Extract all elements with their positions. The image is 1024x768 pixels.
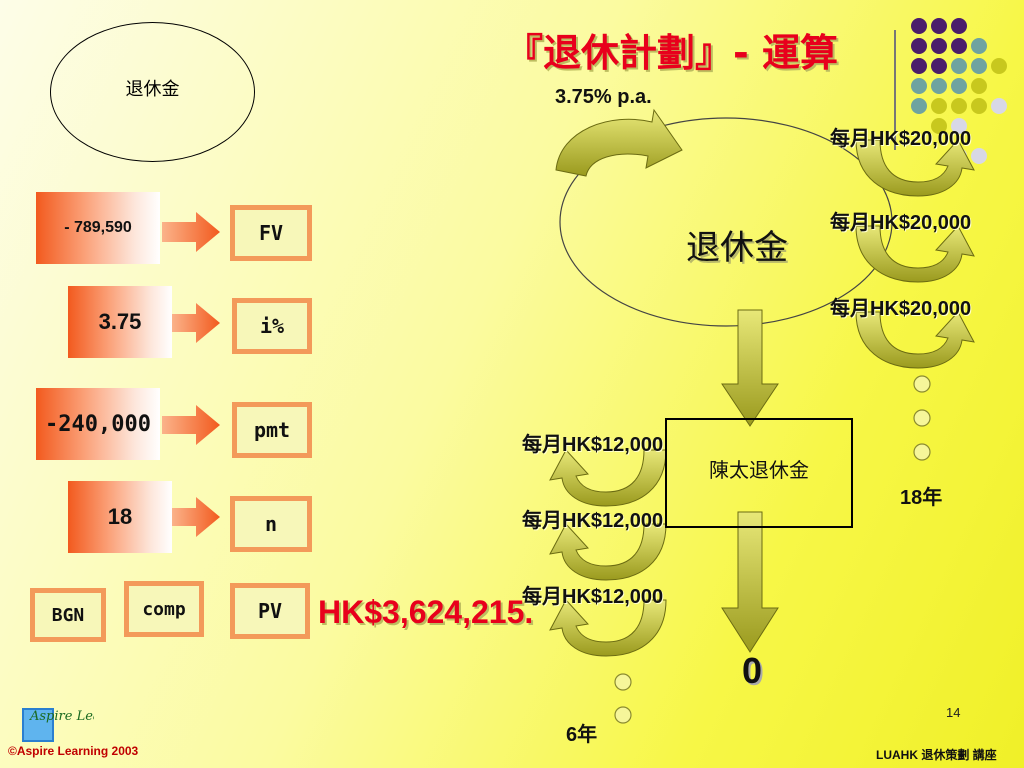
right-payment-label: 每月HK$20,000 — [830, 212, 972, 234]
page-number: 14 — [946, 705, 961, 720]
i-value: 3.75 — [98, 309, 142, 334]
down-arrow-icon — [721, 309, 779, 427]
left-years-label: 6年 — [566, 724, 598, 746]
right-withdrawal-arrows — [855, 139, 975, 369]
i-value-box: 3.75 — [68, 286, 172, 358]
right-years-label: 18年 — [900, 487, 943, 509]
retirement-fund-oval-label: 退休金 — [125, 79, 180, 99]
i-key[interactable]: i% — [232, 298, 312, 354]
bgn-key-label: BGN — [51, 604, 85, 626]
left-payment-label: 每月HK$12,000 — [522, 434, 664, 456]
left-continuation-dots — [614, 673, 632, 724]
fv-key[interactable]: FV — [230, 205, 312, 261]
pmt-key[interactable]: pmt — [232, 402, 312, 458]
n-value: 18 — [107, 504, 133, 529]
n-value-box: 18 — [68, 481, 172, 553]
left-payment-label: 每月HK$12,000 — [522, 510, 664, 532]
interest-curved-arrow-icon — [555, 108, 683, 177]
n-key[interactable]: n — [230, 496, 312, 552]
pv-key-label: PV — [257, 599, 283, 623]
arrow-right-icon — [162, 405, 220, 445]
i-key-label: i% — [259, 314, 285, 338]
logo-text: Aspire Learning — [29, 709, 94, 724]
aspire-learning-logo: Aspire Learning — [22, 704, 136, 744]
retirement-fund-ellipse — [559, 117, 893, 327]
retirement-fund-oval: 退休金 — [50, 22, 255, 162]
mrs-chan-retirement-label: 陳太退休金 — [709, 459, 809, 482]
arrow-right-icon — [172, 303, 220, 343]
fv-key-label: FV — [258, 221, 284, 245]
footer-copyright: ©Aspire Learning 2003 — [8, 744, 139, 758]
right-payment-label: 每月HK$20,000 — [830, 128, 972, 150]
mrs-chan-retirement-box: 陳太退休金 — [665, 418, 853, 528]
divider-line — [894, 30, 896, 150]
footer-course-label: LUAHK 退休策劃 講座 — [876, 748, 997, 762]
pmt-value: -240,000 — [45, 411, 151, 437]
left-withdrawal-arrows — [549, 449, 667, 657]
comp-key[interactable]: comp — [124, 581, 204, 637]
arrow-right-icon — [172, 497, 220, 537]
arrow-right-icon — [162, 212, 220, 252]
comp-key-label: comp — [142, 598, 186, 620]
left-payment-label: 每月HK$12,000 — [522, 586, 664, 608]
zero-balance-label: 0 — [742, 650, 763, 691]
pv-result: HK$3,624,215. — [318, 594, 534, 630]
right-payment-label: 每月HK$20,000 — [830, 298, 972, 320]
pmt-value-box: -240,000 — [36, 388, 160, 460]
page-title: 『退休計劃』- 運算 — [505, 31, 839, 75]
down-arrow-icon — [721, 511, 779, 653]
fv-value-box: - 789,590 — [36, 192, 160, 264]
n-key-label: n — [264, 512, 278, 536]
retirement-fund-center-label: 退休金 — [686, 229, 788, 267]
fv-value: - 789,590 — [64, 219, 132, 236]
interest-rate-label: 3.75% p.a. — [555, 86, 652, 108]
bgn-key[interactable]: BGN — [30, 588, 106, 642]
pv-key[interactable]: PV — [230, 583, 310, 639]
right-continuation-dots — [913, 375, 931, 461]
pmt-key-label: pmt — [253, 418, 291, 442]
